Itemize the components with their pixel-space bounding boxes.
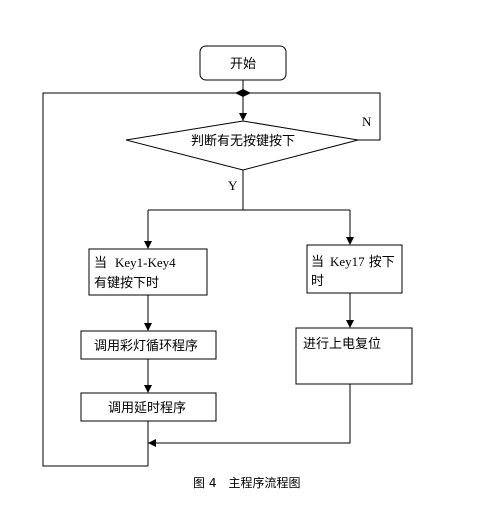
arrow-to-delay — [144, 385, 152, 393]
reset-node-label: 进行上电复位 — [303, 337, 381, 352]
edge-outer-loop — [42, 92, 243, 467]
loop-node-label: 调用彩灯循环程序 — [94, 339, 198, 354]
delay-node-label: 调用延时程序 — [108, 401, 186, 416]
decision-node-label: 判断有无按键按下 — [191, 134, 295, 149]
arrow-to-key17 — [346, 237, 354, 245]
no-label: N — [362, 114, 372, 129]
yes-label: Y — [228, 178, 238, 193]
loop-node — [80, 330, 217, 360]
key17-node — [306, 244, 403, 294]
key1-4-label-line2: 有键按下时 — [94, 276, 159, 291]
arrow-into-decision — [239, 113, 247, 121]
arrow-to-loop — [144, 323, 152, 331]
edge-no-loop — [243, 92, 381, 141]
key1-4-node — [88, 248, 208, 296]
reset-node — [295, 327, 413, 385]
start-node-label: 开始 — [230, 57, 256, 72]
arrow-to-reset — [346, 320, 354, 328]
arrow-reset-join — [148, 439, 156, 447]
arrow-outer-loop — [243, 89, 251, 97]
delay-node — [80, 392, 217, 422]
arrow-to-key1-4 — [144, 241, 152, 249]
edge-reset-join — [148, 384, 351, 444]
key17-label-line2: 时 — [311, 274, 324, 289]
